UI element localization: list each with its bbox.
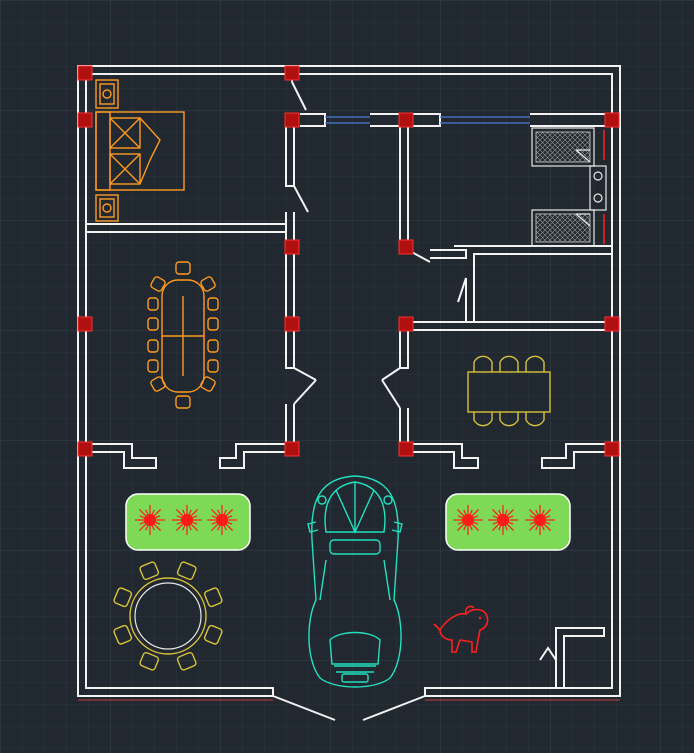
car-icon [307,475,403,688]
shrub-icon [525,505,555,535]
shrub-icon [172,505,202,535]
round-table-chair [176,561,197,581]
meeting-table-icon [147,261,219,409]
round-table-chair [139,651,160,671]
round-table-chair [113,624,133,645]
dog-icon [433,605,489,653]
columns [77,65,620,457]
shrub-icon [135,505,165,535]
round-table-chair [203,587,223,608]
round-table-chair [203,624,223,645]
round-table-icon [113,561,223,671]
shrub-icon [453,505,483,535]
round-table-chair [113,587,133,608]
kitchen-counter-icon [531,127,607,247]
shrub-icon [488,505,518,535]
double-bed-icon [95,79,185,222]
round-table-chair [176,651,197,671]
dining-table-icon [467,355,551,427]
shrub-icon [207,505,237,535]
round-table-chair [139,561,160,581]
